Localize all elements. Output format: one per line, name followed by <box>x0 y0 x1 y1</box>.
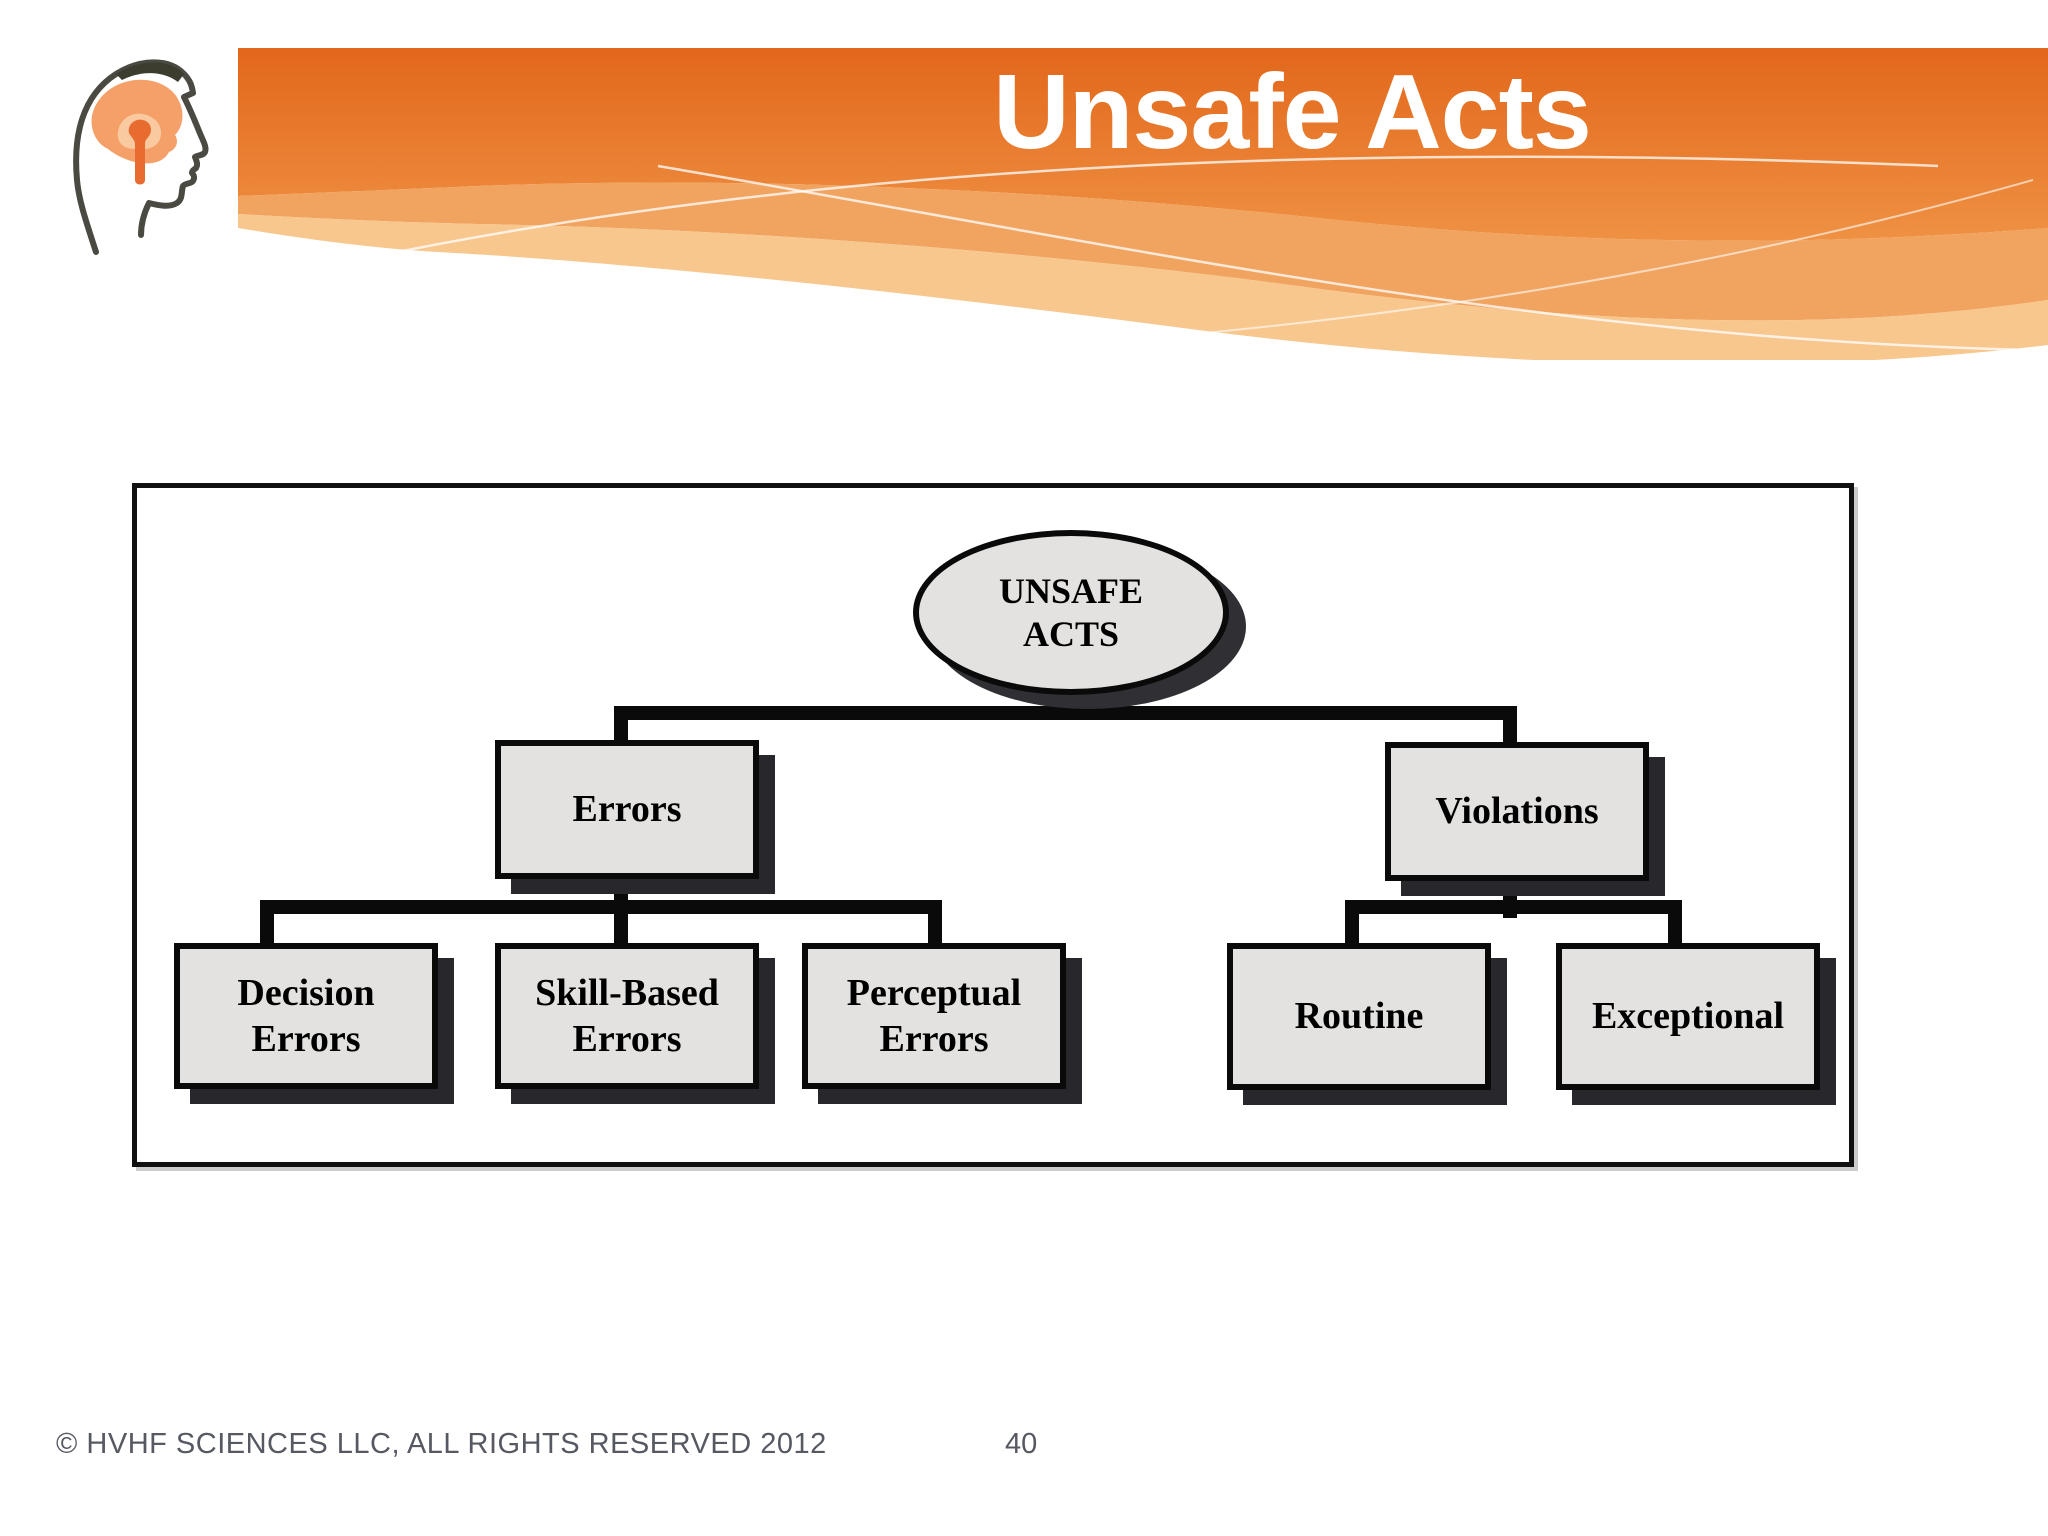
diagram-node-errors: Errors <box>495 740 759 879</box>
node-label-line: Errors <box>251 1018 361 1060</box>
diagram-node-unsafe-acts: UNSAFE ACTS <box>913 530 1229 695</box>
page-title: Unsafe Acts <box>993 53 1592 171</box>
diagram-node-routine: Routine <box>1227 943 1491 1090</box>
node-label-line: UNSAFE <box>998 571 1144 612</box>
node-label-line: Perceptual <box>846 971 1022 1014</box>
diagram-node-violations: Violations <box>1385 742 1649 881</box>
diagram-frame: UNSAFE ACTS Errors Violations Decision E… <box>132 483 1854 1167</box>
node-label-line: Routine <box>1294 995 1424 1038</box>
banner-graphic <box>238 48 2048 360</box>
node-label-line: Decision <box>237 971 375 1014</box>
diagram-node-perceptual-errors: Perceptual Errors <box>802 943 1066 1089</box>
diagram-connectors <box>260 666 1682 950</box>
node-label-line: Violations <box>1435 790 1599 833</box>
diagram-node-decision-errors: Decision Errors <box>174 943 438 1089</box>
node-label-line: Errors <box>879 1018 989 1060</box>
diagram-node-skill-based-errors: Skill-Based Errors <box>495 943 759 1089</box>
diagram-node-exceptional: Exceptional <box>1556 943 1820 1090</box>
node-label-line: Exceptional <box>1591 995 1785 1038</box>
node-label-line: Errors <box>572 1018 682 1060</box>
node-label-line: Skill-Based <box>535 971 719 1014</box>
node-label-line: Errors <box>572 788 682 831</box>
head-brain-icon <box>73 59 209 255</box>
footer-page-number: 40 <box>1005 1428 1038 1460</box>
footer-copyright: © HVHF SCIENCES LLC, ALL RIGHTS RESERVED… <box>56 1428 827 1460</box>
node-label-line: ACTS <box>1022 613 1120 654</box>
